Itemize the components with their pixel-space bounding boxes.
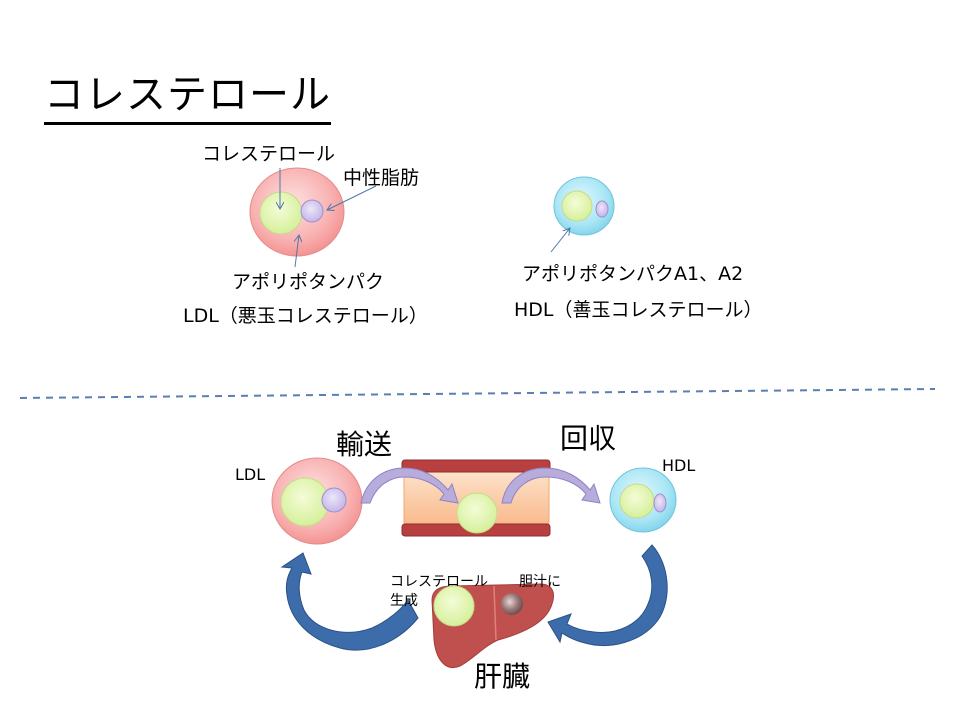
- label-hdl-bottom: HDL: [662, 456, 696, 475]
- transport-arrow: [360, 467, 459, 504]
- ldl-particle-bottom: [271, 457, 363, 545]
- pointer-arrow-triglyceride: [327, 185, 377, 210]
- hdl-particle-top: [553, 176, 615, 236]
- label-apoprotein-hdl: アポリポタンパクA1、A2: [522, 263, 744, 285]
- vessel-wall-top: [401, 459, 551, 473]
- gallbladder-icon: [501, 593, 523, 615]
- triglyceride-core: [595, 200, 609, 218]
- triglyceride-core: [653, 493, 667, 513]
- label-ldl-bottom: LDL: [235, 465, 266, 484]
- cholesterol-in-vessel: [456, 492, 498, 534]
- cycle-arrow-right: [547, 544, 668, 646]
- pointer-arrow-apoprotein: [295, 235, 299, 268]
- cholesterol-core: [619, 483, 655, 519]
- ldl-particle-top: [249, 167, 345, 257]
- section-divider: [19, 388, 936, 399]
- recovery-arrow: [501, 467, 601, 504]
- label-transport: 輸送: [336, 428, 393, 461]
- cholesterol-in-liver: [433, 585, 475, 627]
- cholesterol-core: [259, 191, 303, 235]
- label-liver-production-2: 生成: [390, 593, 418, 609]
- label-liver: 肝臓: [474, 660, 531, 693]
- label-recovery: 回収: [560, 422, 617, 455]
- hdl-caption: HDL（善玉コレステロール）: [514, 299, 763, 321]
- label-triglyceride: 中性脂肪: [343, 167, 420, 189]
- label-cholesterol: コレステロール: [202, 143, 336, 165]
- label-apoprotein: アポリポタンパク: [232, 271, 385, 293]
- cholesterol-core: [561, 190, 593, 222]
- slide-title: コレステロール: [44, 70, 331, 125]
- triglyceride-core: [300, 199, 324, 223]
- label-bile: 胆汁に: [519, 574, 561, 590]
- hdl-particle-bottom: [609, 467, 677, 533]
- pointer-arrow-apoprotein-hdl: [550, 228, 570, 253]
- cycle-arrow-left: [280, 552, 419, 651]
- triglyceride-core: [321, 487, 347, 513]
- label-liver-production-1: コレステロール: [390, 574, 488, 590]
- ldl-caption: LDL（悪玉コレステロール）: [183, 305, 428, 327]
- liver-icon: [431, 583, 554, 668]
